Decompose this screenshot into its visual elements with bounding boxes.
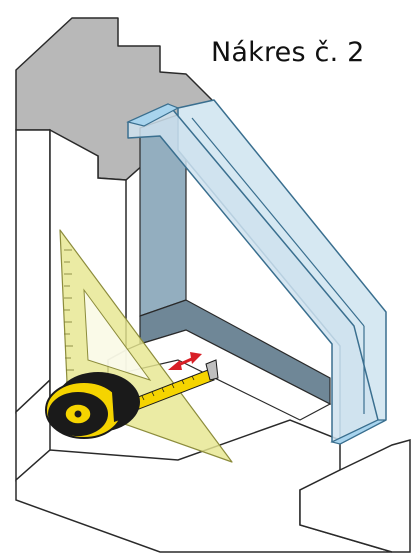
glass-recess — [125, 111, 332, 421]
tape-measure-icon — [45, 359, 219, 439]
drawing-title: Nákres č. 2 — [211, 37, 365, 68]
frame-left-face — [15, 129, 51, 414]
double-glazing-unit — [126, 99, 387, 445]
glass-spacer-right — [330, 419, 387, 445]
glass-inner-line — [191, 117, 365, 327]
tape-hook — [205, 359, 219, 381]
set-square-cutout — [83, 288, 152, 381]
glass-spacer-edge — [126, 103, 180, 127]
frame-sill-right — [299, 439, 411, 553]
measurement-arrow-icon — [168, 352, 202, 370]
tape-mouth — [112, 392, 126, 422]
tape-hub — [74, 410, 82, 418]
